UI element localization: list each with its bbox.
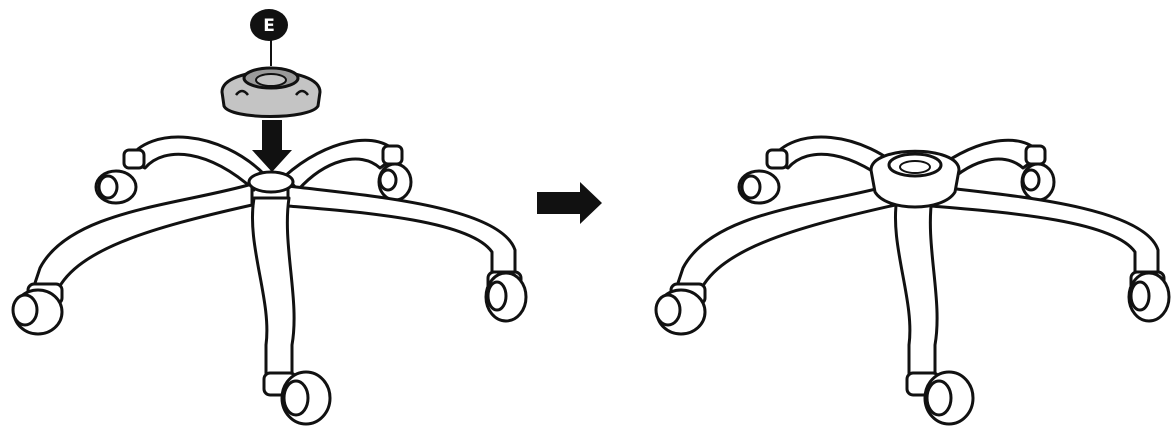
hub-socket <box>247 170 295 194</box>
cap-installed <box>869 149 961 209</box>
callout-label: E <box>263 16 275 36</box>
right-arrow-icon <box>537 182 602 224</box>
cap-part-e <box>220 66 322 118</box>
callout-badge-e: E <box>250 9 288 41</box>
base-after-assembly <box>654 135 1171 426</box>
down-arrow-icon <box>252 120 292 172</box>
base-before-assembly: E <box>11 9 528 426</box>
